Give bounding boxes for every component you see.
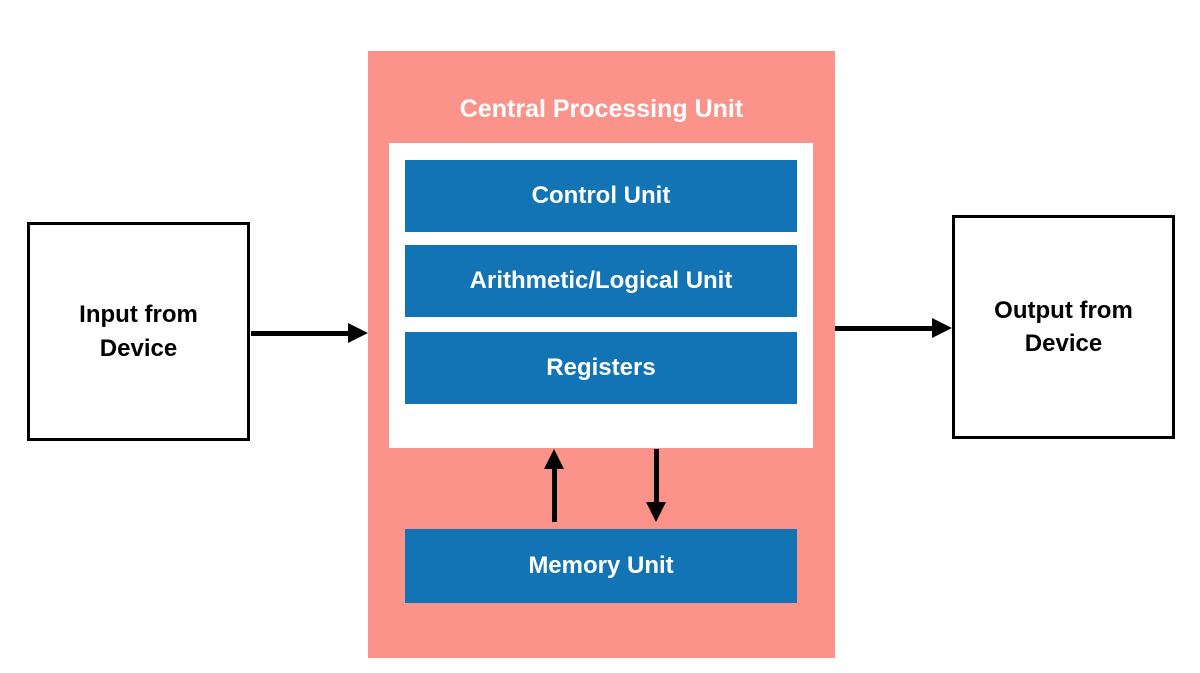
arrow-shaft (653, 449, 659, 502)
cpu-inner-panel: Control Unit Arithmetic/Logical Unit Reg… (389, 143, 813, 448)
memory-unit-box: Memory Unit (405, 529, 797, 603)
input-to-cpu-arrow (251, 323, 368, 343)
output-device-box: Output from Device (952, 215, 1175, 439)
registers-box: Registers (405, 332, 797, 404)
input-device-label: Input from Device (79, 301, 198, 362)
arrow-shaft (835, 325, 932, 331)
arrow-shaft (551, 469, 557, 522)
cpu-title: Central Processing Unit (459, 95, 744, 123)
cpu-to-output-arrow (835, 318, 952, 338)
arithmetic-logical-unit-box: Arithmetic/Logical Unit (405, 245, 797, 317)
cpu-container: Central Processing Unit Control Unit Ari… (368, 51, 835, 658)
output-device-label: Output from Device (994, 296, 1133, 357)
arrow-right-icon (348, 323, 368, 343)
cpu-to-memory-arrow (646, 449, 666, 522)
arrow-down-icon (646, 502, 666, 522)
arrow-up-icon (544, 449, 564, 469)
input-device-box: Input from Device (27, 222, 250, 441)
arrow-right-icon (932, 318, 952, 338)
control-unit-box: Control Unit (405, 160, 797, 232)
memory-to-cpu-arrow (544, 449, 564, 522)
arrow-shaft (251, 330, 348, 336)
